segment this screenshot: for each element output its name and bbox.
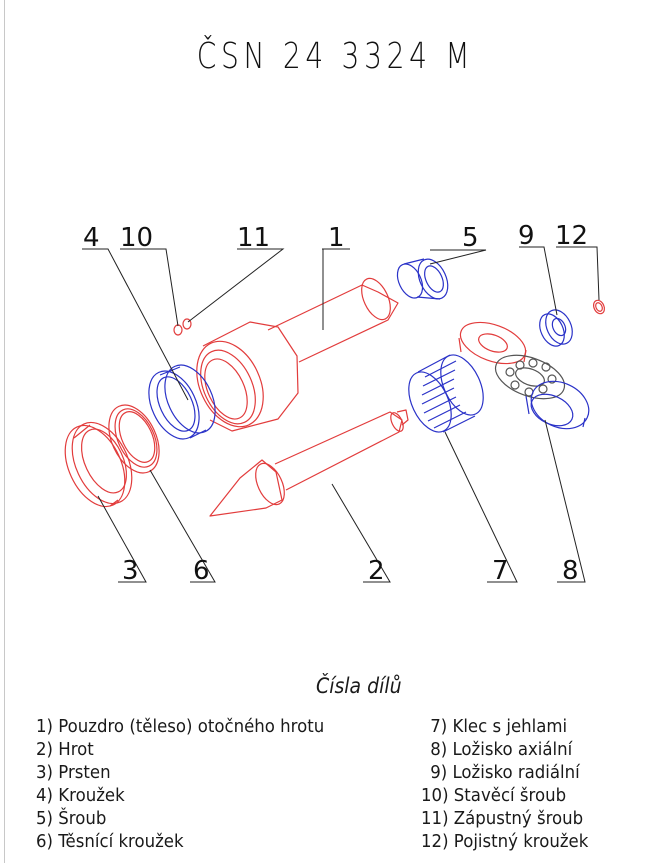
countersunk-screw-part-11 xyxy=(182,318,192,330)
sealing-ring-part-6 xyxy=(108,404,160,474)
callout-4: 4 xyxy=(83,223,100,253)
callout-12: 12 xyxy=(555,221,588,251)
parts-legend-right: 7) Klec s jehlami 8) Ložisko axiální 9) … xyxy=(421,715,603,853)
legend-item: 7) Klec s jehlami xyxy=(430,716,568,737)
screw-part-5 xyxy=(396,258,449,300)
legend-item: 8) Ložisko axiální xyxy=(430,739,573,760)
legend-item: 4) Kroužek xyxy=(36,785,125,806)
legend-item: 12) Pojistný kroužek xyxy=(421,831,589,852)
callout-11: 11 xyxy=(237,223,270,253)
callout-5: 5 xyxy=(462,223,479,253)
callout-8: 8 xyxy=(562,556,579,586)
leader-lines xyxy=(82,246,600,583)
callout-10: 10 xyxy=(120,223,153,253)
callout-7: 7 xyxy=(492,556,509,586)
parts-legend-heading: Čísla dílů xyxy=(316,674,402,698)
legend-item: 10) Stavěcí šroub xyxy=(421,785,567,806)
callout-1: 1 xyxy=(328,223,345,253)
housing-part-1 xyxy=(196,277,399,432)
legend-item: 5) Šroub xyxy=(36,808,107,829)
legend-item: 11) Zápustný šroub xyxy=(421,808,584,829)
legend-item: 2) Hrot xyxy=(36,739,94,760)
sheet-border xyxy=(4,0,5,863)
legend-item: 9) Ložisko radiální xyxy=(430,762,580,783)
axial-bearing-part-8 xyxy=(458,321,590,430)
set-screw-part-10 xyxy=(173,324,183,336)
centre-point-part-2 xyxy=(209,409,409,517)
callout-2: 2 xyxy=(368,556,385,586)
collar-part-4 xyxy=(148,364,216,440)
callout-6: 6 xyxy=(193,556,210,586)
drawing-title: ČSN 24 3324 M xyxy=(196,36,475,77)
parts-legend-left: 1) Pouzdro (těleso) otočného hrotu 2) Hr… xyxy=(36,715,349,853)
legend-item: 6) Těsnící kroužek xyxy=(36,831,184,852)
needle-cage-part-7 xyxy=(408,354,484,433)
callout-3: 3 xyxy=(122,556,139,586)
legend-item: 3) Prsten xyxy=(36,762,111,783)
legend-item: 1) Pouzdro (těleso) otočného hrotu xyxy=(36,716,325,737)
radial-bearing-part-9 xyxy=(539,309,573,347)
callout-9: 9 xyxy=(518,221,535,251)
retaining-ring-part-12 xyxy=(592,299,606,315)
ring-part-3 xyxy=(64,421,133,508)
